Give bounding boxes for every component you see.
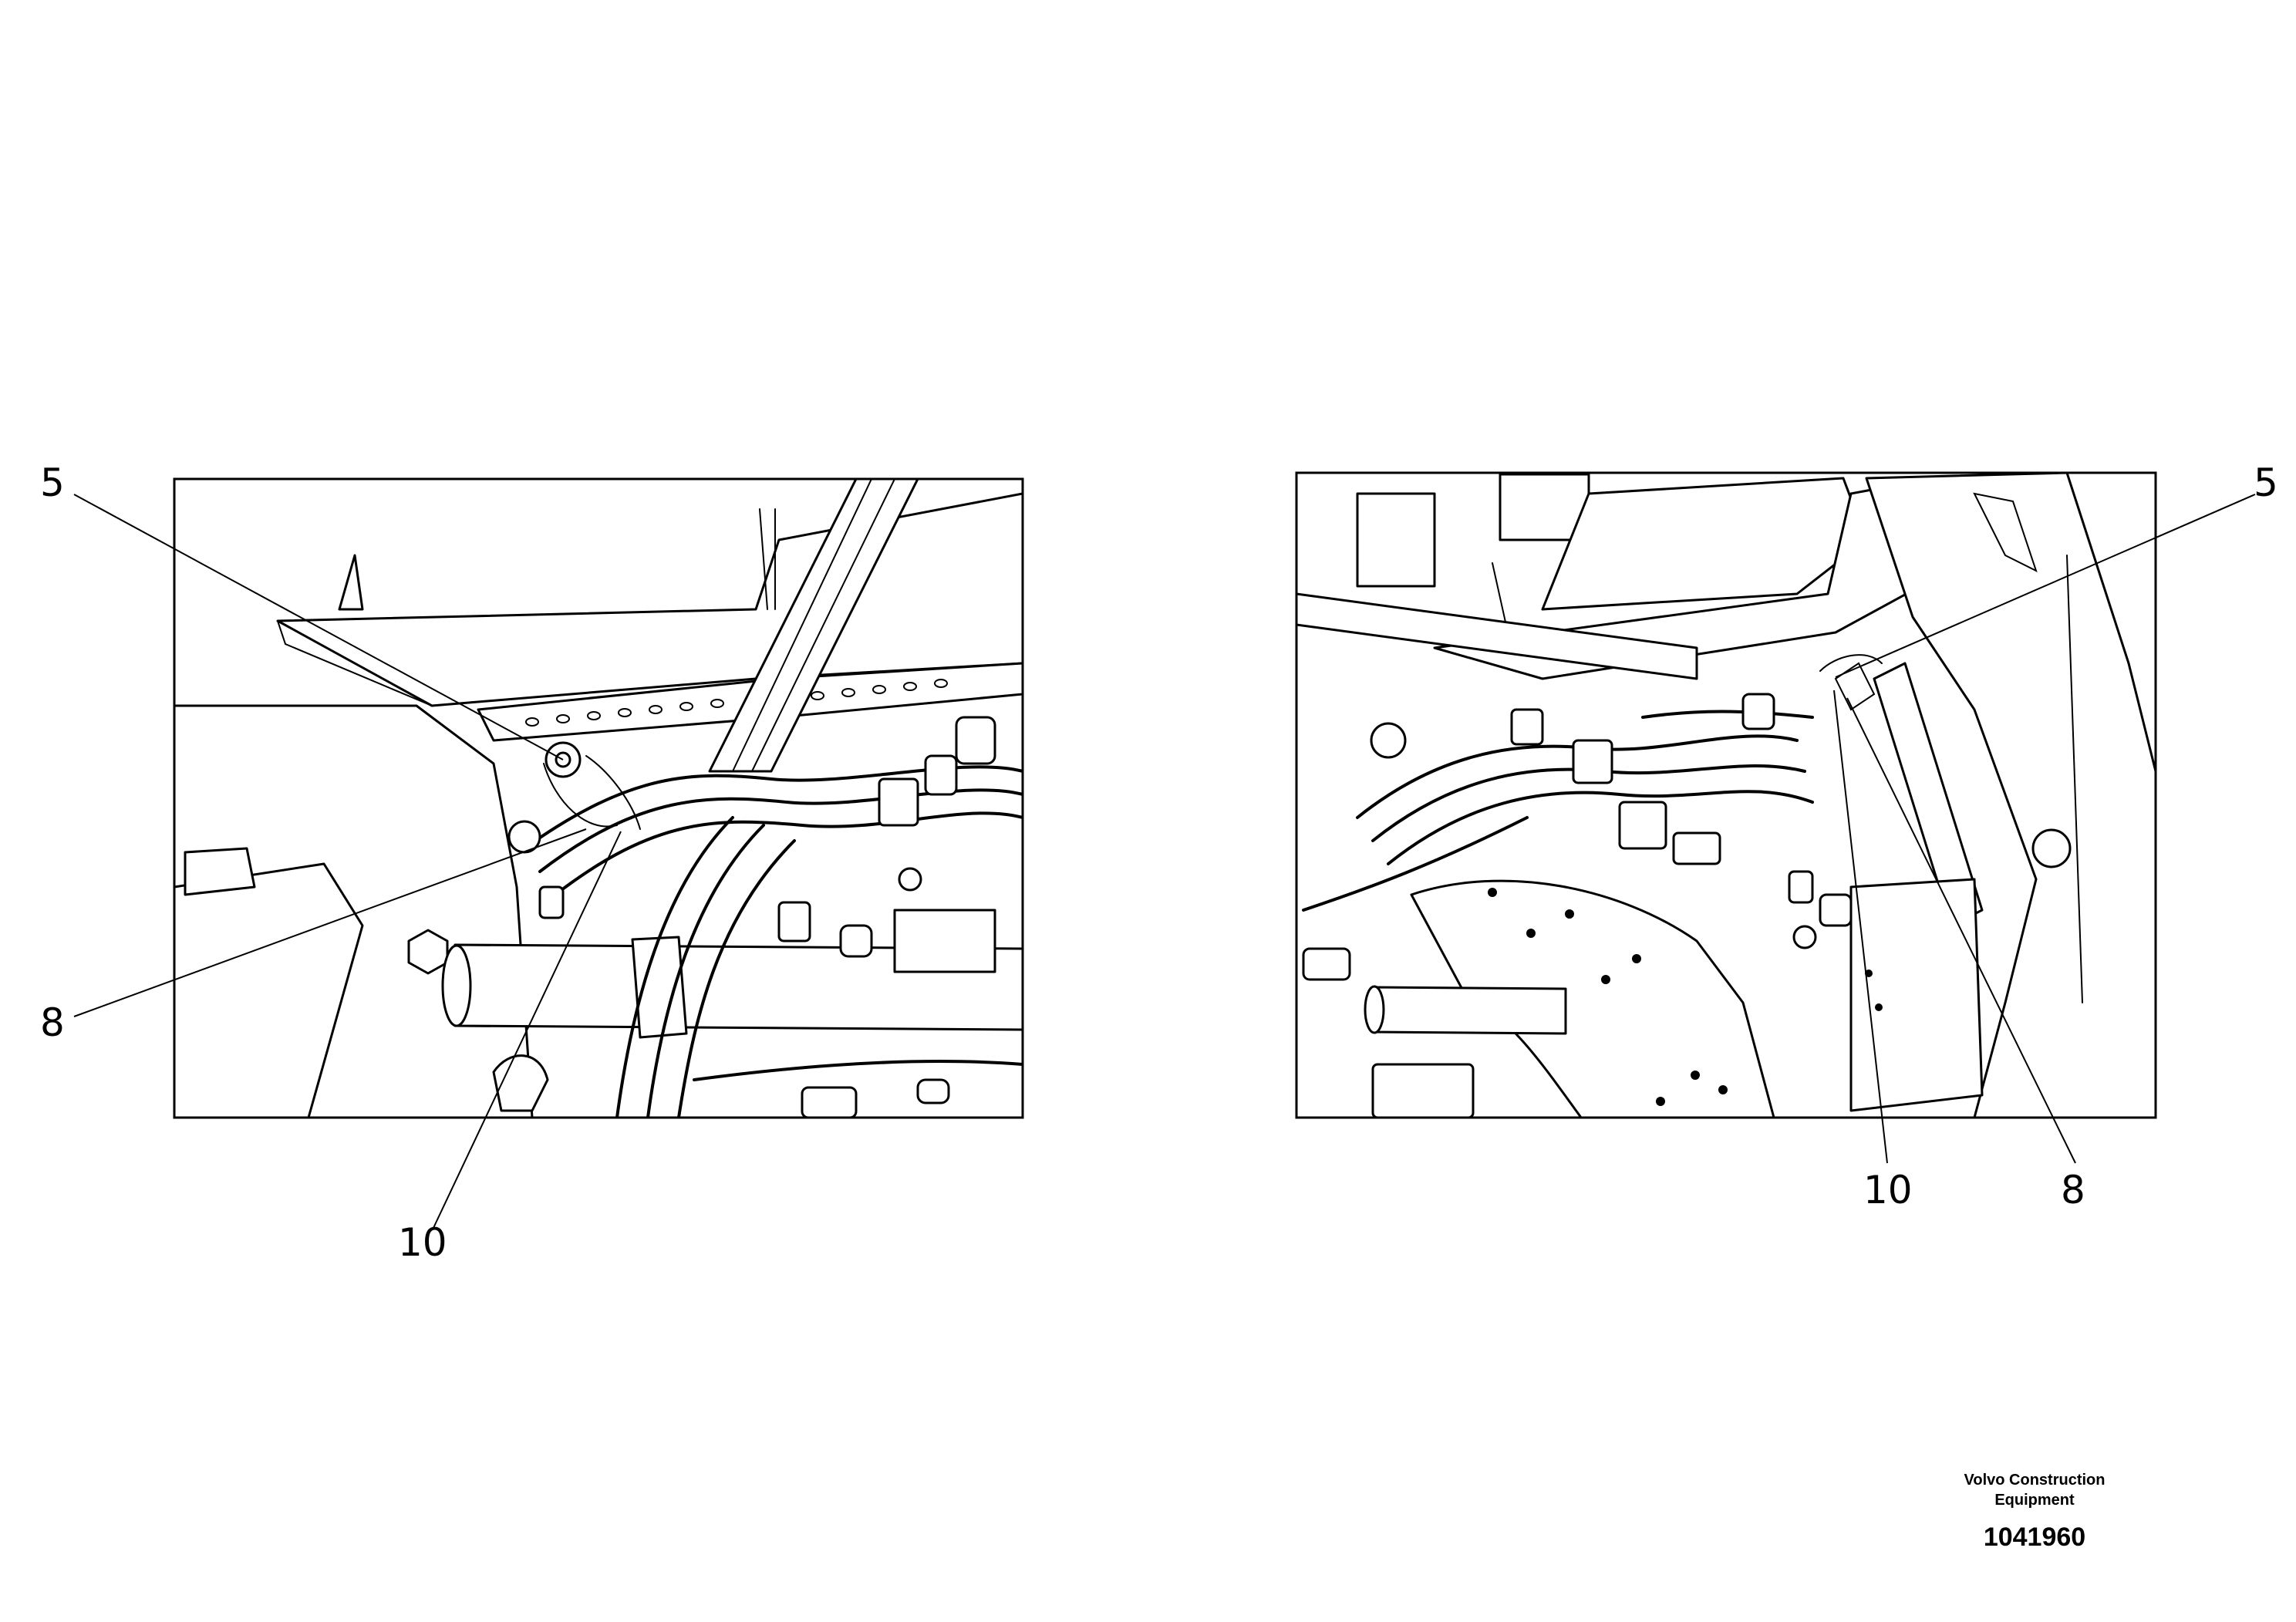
left-view-leaders [73,494,622,1229]
company-name-line-1: Volvo Construction [1964,1472,2106,1489]
right-view-leaders [1833,494,2256,1164]
right-view-drawing [1296,473,2156,1118]
right-detail-view [1295,471,2157,1119]
right-callout-5: 5 [2254,460,2278,505]
left-view-drawing [174,479,1023,1118]
right-view-plate-dots [1488,888,1883,1106]
company-name: Volvo Construction Equipment [1903,1470,2166,1510]
right-callout-8: 8 [2061,1168,2085,1212]
company-name-line-2: Equipment [1994,1492,2075,1509]
drawing-number: 1041960 [1983,1523,2086,1552]
left-detail-view [173,477,1024,1119]
left-callout-10: 10 [398,1220,447,1265]
right-callout-10: 10 [1863,1168,1913,1212]
left-callout-5: 5 [40,460,65,505]
left-callout-8: 8 [40,1000,65,1045]
title-block: Volvo Construction Equipment 1041960 [1903,1470,2166,1553]
